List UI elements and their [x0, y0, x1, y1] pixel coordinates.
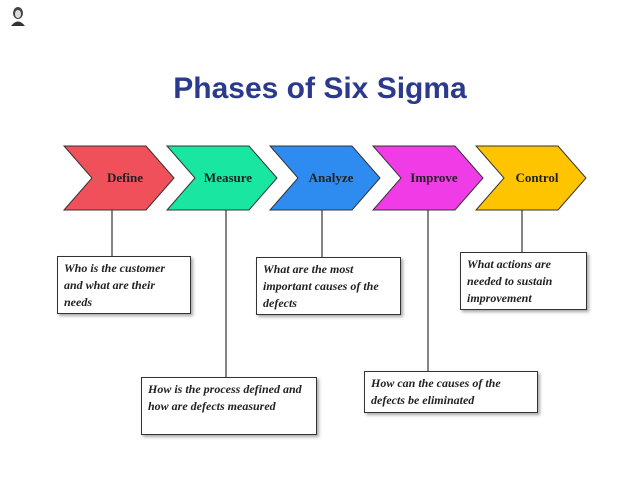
box-measure: How is the process defined and how are d… [141, 377, 317, 435]
chevron-analyze [268, 145, 381, 211]
page-title: Phases of Six Sigma [173, 72, 467, 105]
box-define: Who is the customer and what are their n… [57, 256, 191, 314]
phase-label-define: Define [107, 170, 143, 185]
phase-label-measure: Measure [204, 170, 252, 185]
phase-label-improve: Improve [410, 170, 458, 185]
chevron-improve [371, 145, 484, 211]
box-analyze: What are the most important causes of th… [256, 257, 401, 315]
logo [8, 6, 28, 26]
box-improve: How can the causes of the defects be eli… [364, 371, 538, 413]
box-control: What actions are needed to sustain impro… [460, 252, 587, 310]
phase-label-control: Control [515, 170, 558, 185]
chevron-measure [165, 145, 278, 211]
phase-label-analyze: Analyze [309, 170, 354, 185]
chevron-define [62, 145, 175, 211]
person-portrait-icon [11, 7, 25, 26]
phase-chevrons: Define Measure Analyze Improve Control [62, 145, 587, 211]
chevron-control [474, 145, 587, 211]
